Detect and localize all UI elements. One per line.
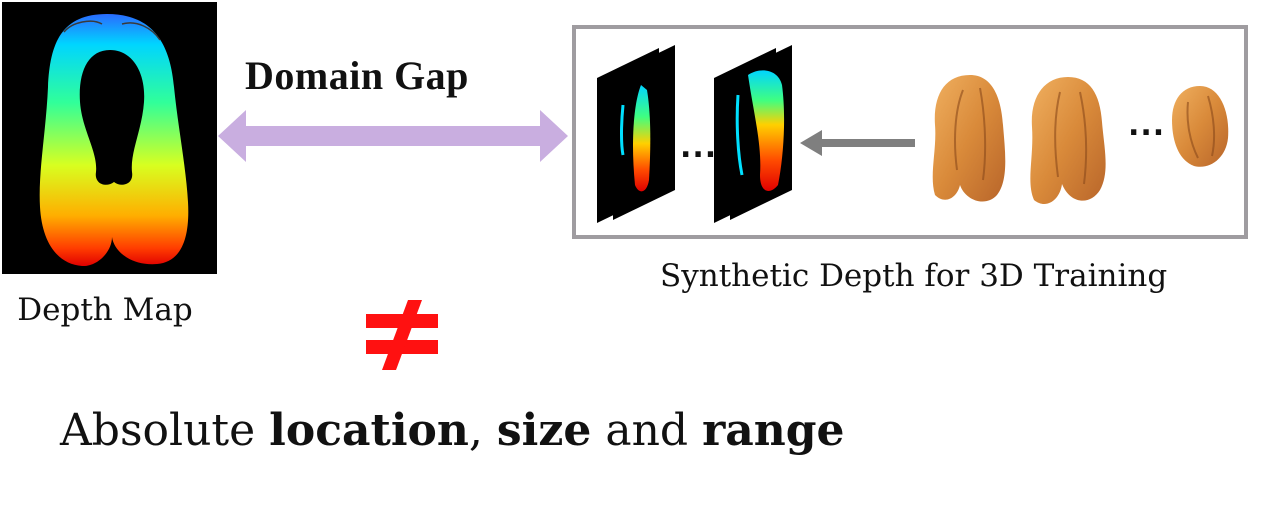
not-equal-symbol xyxy=(362,300,442,370)
depth-map-caption: Depth Map xyxy=(17,292,193,328)
depth-map-image xyxy=(2,2,217,274)
ellipsis-frames: ... xyxy=(680,130,718,165)
synthetic-depth-caption: Synthetic Depth for 3D Training xyxy=(660,258,1168,294)
hair-model xyxy=(1168,82,1232,172)
synthetic-depth-frame xyxy=(730,45,792,220)
generation-arrow xyxy=(800,130,915,156)
synthetic-depth-frame xyxy=(613,45,675,220)
hair-model xyxy=(925,70,1015,210)
absolute-location-size-range-text: Absolute location, size and range xyxy=(60,405,845,456)
bottom-text-and: and xyxy=(591,405,703,456)
domain-gap-label: Domain Gap xyxy=(245,53,469,98)
hair-model xyxy=(1020,72,1112,212)
synthetic-depth-box xyxy=(572,25,1248,239)
bottom-text-prefix: Absolute xyxy=(60,405,270,456)
bottom-text-location: location xyxy=(269,405,469,456)
domain-gap-double-arrow xyxy=(218,110,568,162)
bottom-text-size: size xyxy=(496,405,592,456)
bottom-text-range: range xyxy=(702,405,845,456)
bottom-text-comma: , xyxy=(468,405,497,456)
ellipsis-hair-models: ... xyxy=(1128,108,1166,143)
